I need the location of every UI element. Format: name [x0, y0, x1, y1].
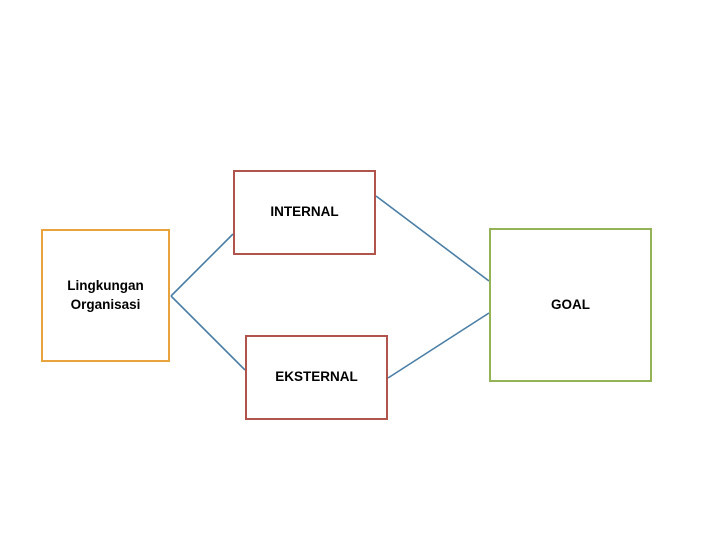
connector-lingkungan-to-eksternal	[170, 295, 246, 371]
node-eksternal[interactable]: EKSTERNAL	[245, 335, 388, 420]
connector-eksternal-to-goal	[387, 312, 490, 379]
node-label: Lingkungan Organisasi	[67, 278, 144, 312]
node-label: EKSTERNAL	[275, 369, 358, 385]
node-goal[interactable]: GOAL	[489, 228, 652, 382]
node-label: INTERNAL	[270, 204, 339, 220]
node-label: GOAL	[551, 296, 590, 312]
connector-lingkungan-to-internal	[170, 233, 234, 297]
node-internal[interactable]: INTERNAL	[233, 170, 376, 255]
node-lingkungan-organisasi[interactable]: Lingkungan Organisasi	[41, 229, 170, 362]
connector-internal-to-goal	[375, 195, 490, 282]
